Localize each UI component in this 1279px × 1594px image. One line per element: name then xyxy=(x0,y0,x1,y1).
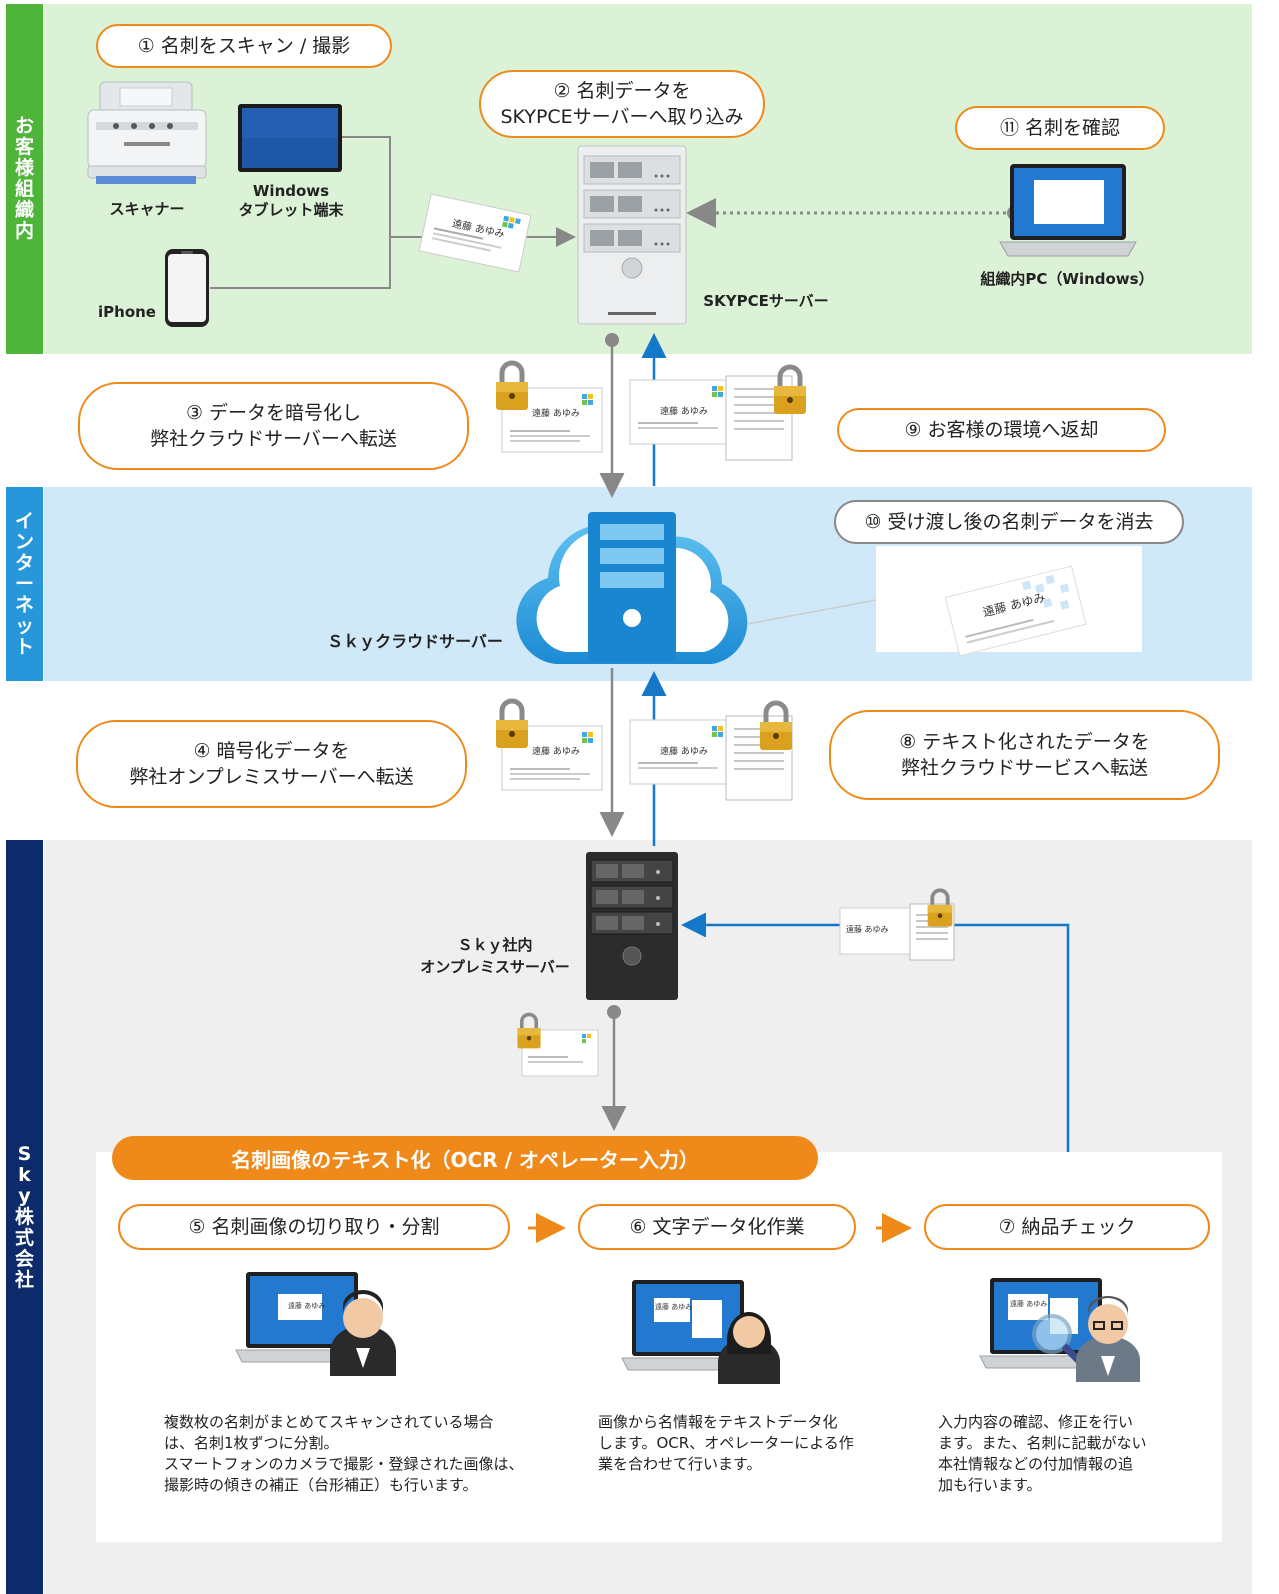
encrypted-card-return-1 xyxy=(629,375,793,461)
customer-zone-label: お客様 組織内 xyxy=(6,4,43,354)
step-4-transfer: ④ 暗号化データを 弊社オンプレミスサーバーへ転送 xyxy=(76,720,467,808)
step-11-confirm: ⑪ 名刺を確認 xyxy=(955,106,1165,150)
business-card-icon xyxy=(418,193,532,273)
internet-zone-label: インターネット xyxy=(6,487,43,681)
card-name-4: 遠藤 あゆみ xyxy=(660,747,708,757)
step-10-erase: ⑩ 受け渡し後の名刺データを消去 xyxy=(834,500,1184,544)
step-7-description: 入力内容の確認、修正を行い ます。また、名刺に記載がない 本社情報などの付加情報… xyxy=(938,1413,1147,1494)
server-icon xyxy=(577,145,687,325)
lock-icon xyxy=(496,698,528,748)
step-6-digitize: ⑥ 文字データ化作業 xyxy=(578,1204,856,1250)
operator-card-name-1: 遠藤 あゆみ xyxy=(288,1302,326,1310)
skypce-server-label: SKYPCEサーバー xyxy=(703,292,829,310)
card-name-3: 遠藤 あゆみ xyxy=(532,747,580,757)
onprem-server-icon xyxy=(586,852,678,1000)
step-1-scan: ① 名刺をスキャン / 撮影 xyxy=(96,24,392,68)
iphone-label: iPhone xyxy=(98,303,156,321)
lock-icon xyxy=(517,1012,541,1049)
org-pc-label: 組織内PC（Windows） xyxy=(980,270,1154,288)
operator-card-name-3: 遠藤 あゆみ xyxy=(1010,1300,1048,1308)
lock-icon xyxy=(774,364,806,414)
scanner-label: スキャナー xyxy=(109,200,185,218)
step-8-transfer: ⑧ テキスト化されたデータを 弊社クラウドサービスへ転送 xyxy=(829,710,1220,800)
operator-icon xyxy=(979,1278,1140,1382)
tablet-icon xyxy=(238,104,342,172)
card-name-1: 遠藤 あゆみ xyxy=(532,409,580,419)
lock-icon xyxy=(496,360,528,410)
step-5-crop: ⑤ 名刺画像の切り取り・分割 xyxy=(118,1204,510,1250)
operator-card-name-2: 遠藤 あゆみ xyxy=(655,1303,693,1311)
ocr-banner: 名刺画像のテキスト化（OCR / オペレーター入力） xyxy=(112,1136,818,1180)
company-zone-label: Sky株式会社 xyxy=(6,840,43,1594)
iphone-icon xyxy=(165,249,209,327)
step-3-encrypt: ③ データを暗号化し 弊社クラウドサーバーへ転送 xyxy=(78,382,469,470)
fading-card-icon xyxy=(944,565,1087,657)
card-ocr-bundle xyxy=(516,646,600,708)
step-5-description: 複数枚の名刺がまとめてスキャンされている場合 は、名刺1枚ずつに分割。 スマート… xyxy=(164,1413,524,1494)
tablet-label: Windows タブレット端末 xyxy=(238,182,344,219)
onprem-server-label: Ｓｋｙ社内 オンプレミスサーバー xyxy=(420,936,570,976)
step-9-return: ⑨ お客様の環境へ返却 xyxy=(837,408,1166,452)
cloud-server-label: Ｓｋｙクラウドサーバー xyxy=(327,632,503,651)
step-6-description: 画像から名情報をテキストデータ化 します。OCR、オペレーターによる作 業を合わ… xyxy=(598,1413,854,1473)
operator-icon xyxy=(235,1272,396,1376)
step-7-check: ⑦ 納品チェック xyxy=(924,1204,1210,1250)
lock-icon xyxy=(760,700,792,750)
card-name-5: 遠藤 あゆみ xyxy=(846,925,889,934)
cloud-icon xyxy=(516,512,748,664)
lock-icon xyxy=(927,888,953,927)
scanner-icon xyxy=(87,81,207,184)
laptop-icon xyxy=(999,164,1137,257)
operator-icon xyxy=(621,1280,780,1384)
step-2-import: ② 名刺データを SKYPCEサーバーへ取り込み xyxy=(479,70,765,138)
card-name-2: 遠藤 あゆみ xyxy=(660,407,708,417)
